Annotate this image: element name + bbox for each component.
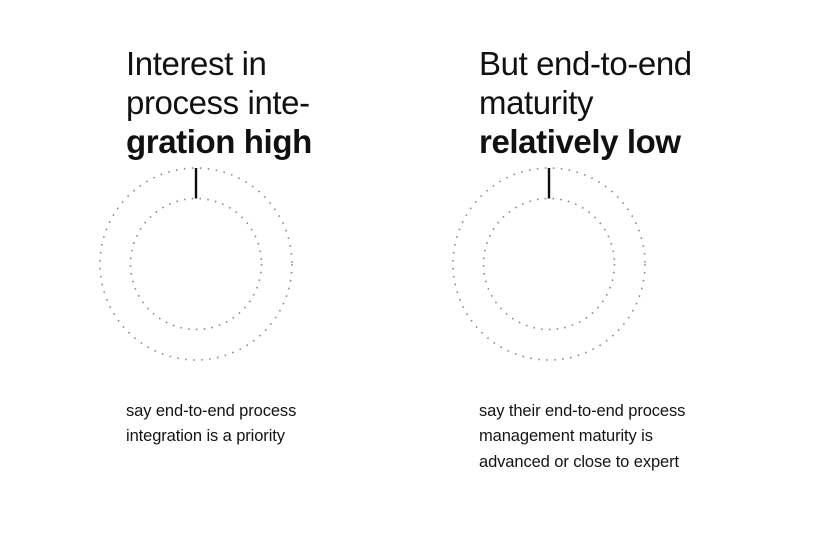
panel-end-to-end-maturity: But end-to-end maturity relatively low s… [452,0,832,554]
gauge-outer-dotted-ring [452,167,646,361]
panel-caption-right: say their end-to-end process management … [479,401,686,471]
gauge-end-to-end-maturity [451,166,647,362]
headline-plain-right: But end-to-end maturity [479,45,692,122]
headline-emphasis-left: gration high [126,123,312,161]
panel-headline-left: Interest in process inte-gration high [126,44,376,161]
headline-plain-left: Interest in process inte- [126,45,310,122]
gauge-inner-dotted-ring [129,197,263,331]
gauge-process-integration [98,166,294,362]
gauge-inner-dotted-ring [482,197,616,331]
gauge-outer-dotted-ring [99,167,293,361]
panel-headline-right: But end-to-end maturity relatively low [479,44,719,161]
headline-emphasis-right: relatively low [479,123,681,161]
panel-caption-left: say end-to-end process integration is a … [126,401,297,446]
panel-process-integration: Interest in process inte-gration high sa… [99,0,479,554]
